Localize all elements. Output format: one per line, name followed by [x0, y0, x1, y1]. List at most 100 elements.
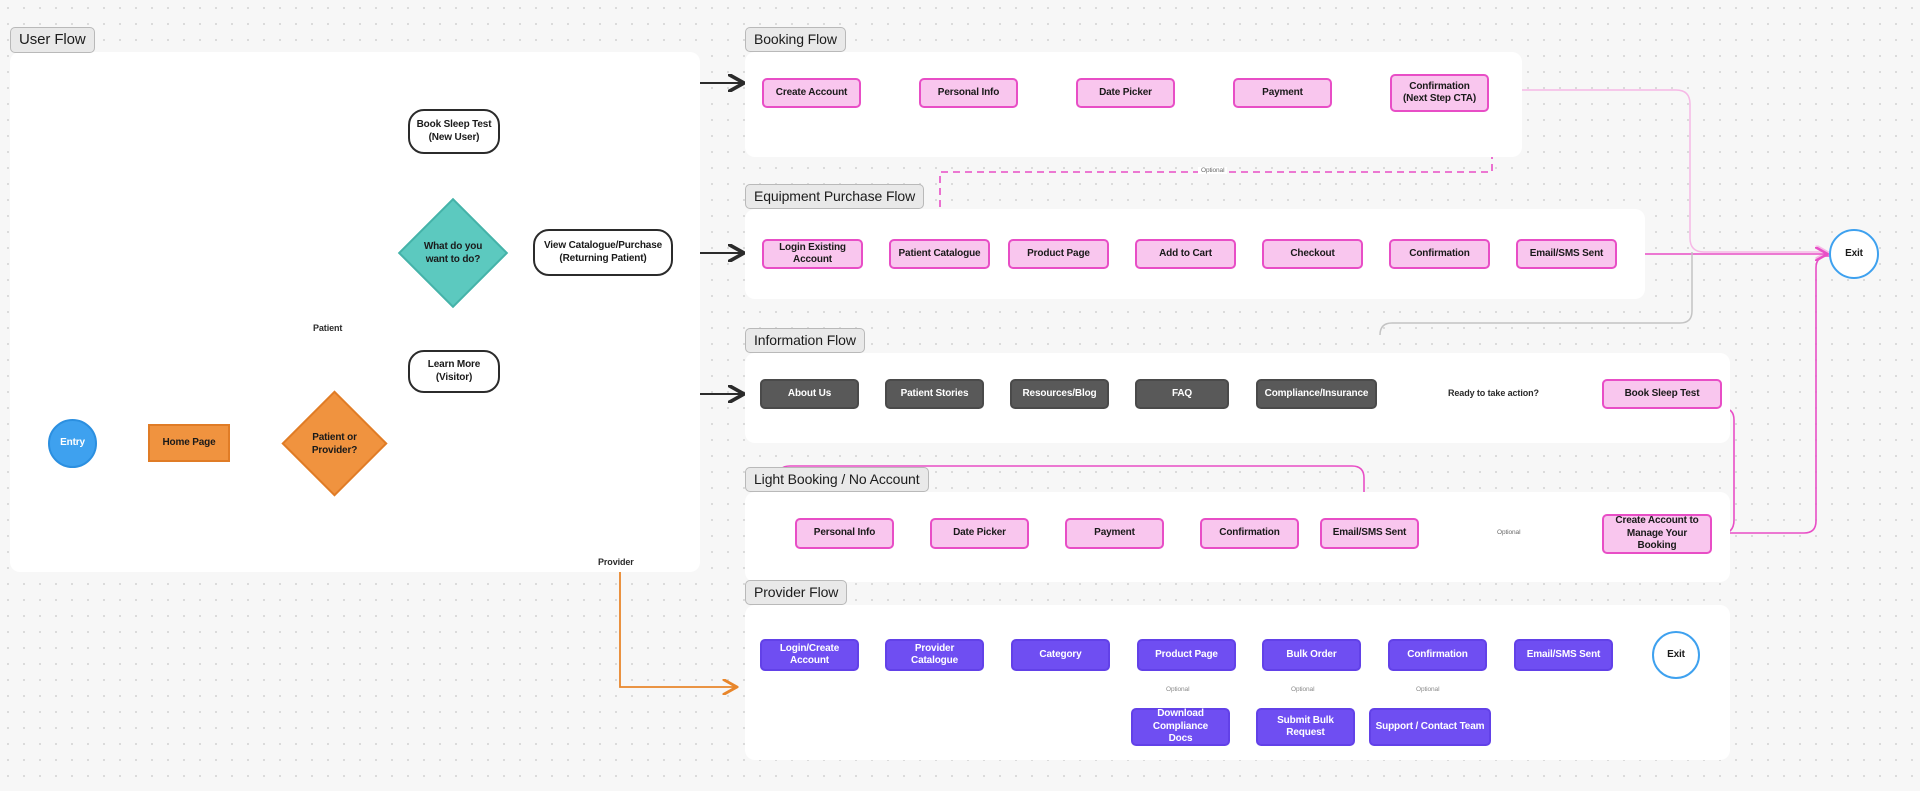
provider-step-label: Bulk Order [1286, 648, 1337, 660]
node-exit-provider[interactable]: Exit [1652, 631, 1700, 679]
booking-step-confirmation[interactable]: Confirmation (Next Step CTA) [1390, 74, 1489, 112]
booking-step-payment[interactable]: Payment [1233, 78, 1332, 108]
light-booking-step-date-picker[interactable]: Date Picker [930, 518, 1029, 549]
frame-label-light-booking[interactable]: Light Booking / No Account [745, 467, 929, 492]
information-step-patient-stories[interactable]: Patient Stories [885, 379, 984, 409]
node-book-sleep-test-new-user[interactable]: Book Sleep Test (New User) [408, 109, 500, 154]
information-step-resources-blog[interactable]: Resources/Blog [1010, 379, 1109, 409]
frame-provider [745, 605, 1730, 760]
book-sleep-test-line1: Book Sleep Test [416, 119, 492, 130]
node-view-catalogue-returning-patient[interactable]: View Catalogue/Purchase (Returning Patie… [533, 229, 673, 276]
equipment-step-login-existing-account[interactable]: Login Existing Account [762, 239, 863, 269]
provider-optional-support-contact-team[interactable]: Support / Contact Team [1369, 708, 1491, 746]
equipment-step-label: Confirmation [1409, 247, 1470, 259]
equipment-step-patient-catalogue[interactable]: Patient Catalogue [889, 239, 990, 269]
light-booking-step-label: Personal Info [813, 527, 876, 539]
information-cta-label: Book Sleep Test [1624, 387, 1700, 399]
decision-role-line1: Patient or [312, 431, 357, 443]
provider-optional-label-3: Optional [1416, 686, 1440, 693]
provider-step-login-create-account[interactable]: Login/Create Account [760, 639, 859, 671]
equipment-step-label: Add to Cart [1159, 247, 1212, 259]
provider-optional-submit-bulk-request[interactable]: Submit Bulk Request [1256, 708, 1355, 746]
provider-optional-line1: Download Compliance [1152, 708, 1209, 732]
provider-optional-line1: Submit Bulk Request [1277, 714, 1334, 739]
information-step-label: About Us [787, 387, 832, 399]
node-decision-what-do-you-want-to-do[interactable]: What do you want to do? [397, 197, 509, 309]
booking-step-label: Payment [1262, 86, 1303, 98]
equipment-step-checkout[interactable]: Checkout [1262, 239, 1363, 269]
node-home-page[interactable]: Home Page [148, 424, 230, 462]
information-step-label: FAQ [1171, 387, 1193, 399]
provider-step-category[interactable]: Category [1011, 639, 1110, 671]
booking-step-create-account[interactable]: Create Account [762, 78, 861, 108]
provider-step-label: Email/SMS Sent [1526, 648, 1601, 660]
provider-step-label: Category [1039, 648, 1082, 660]
provider-optional-line1: Support / Contact Team [1375, 720, 1485, 732]
information-step-label: Patient Stories [900, 387, 969, 399]
equipment-step-confirmation[interactable]: Confirmation [1389, 239, 1490, 269]
learn-more-line2: (Visitor) [435, 371, 473, 383]
provider-step-confirmation[interactable]: Confirmation [1388, 639, 1487, 671]
information-step-label: Resources/Blog [1022, 387, 1097, 399]
provider-optional-label-2: Optional [1291, 686, 1315, 693]
light-booking-step-email-sms-sent[interactable]: Email/SMS Sent [1320, 518, 1419, 549]
provider-step-label: Login/Create Account [779, 642, 840, 667]
equipment-step-product-page[interactable]: Product Page [1008, 239, 1109, 269]
booking-optional-label: Optional [1198, 167, 1228, 174]
booking-step-personal-info[interactable]: Personal Info [919, 78, 1018, 108]
provider-step-email-sms-sent[interactable]: Email/SMS Sent [1514, 639, 1613, 671]
light-booking-create-account[interactable]: Create Account to Manage Your Booking [1602, 514, 1712, 554]
booking-step-label: Personal Info [937, 86, 1000, 98]
provider-step-product-page[interactable]: Product Page [1137, 639, 1236, 671]
edge-label-patient: Patient [313, 323, 343, 333]
light-booking-step-label: Confirmation [1219, 527, 1280, 539]
equipment-step-label: Checkout [1290, 247, 1335, 259]
node-exit-right[interactable]: Exit [1829, 229, 1879, 279]
view-catalogue-line1: View Catalogue/Purchase [543, 240, 663, 251]
frame-label-information[interactable]: Information Flow [745, 328, 865, 353]
provider-step-provider-catalogue[interactable]: Provider Catalogue [885, 639, 984, 671]
booking-confirmation-line1: Confirmation [1409, 80, 1470, 92]
light-booking-step-payment[interactable]: Payment [1065, 518, 1164, 549]
edge-label-provider: Provider [598, 557, 634, 567]
node-learn-more-visitor[interactable]: Learn More (Visitor) [408, 350, 500, 393]
node-exit-label: Exit [1667, 648, 1685, 660]
booking-step-label: Create Account [775, 86, 848, 98]
equipment-step-label: Patient Catalogue [898, 247, 981, 259]
learn-more-line1: Learn More [427, 359, 481, 370]
frame-label-booking[interactable]: Booking Flow [745, 27, 846, 52]
provider-step-bulk-order[interactable]: Bulk Order [1262, 639, 1361, 671]
information-step-compliance-insurance[interactable]: Compliance/Insurance [1256, 379, 1377, 409]
equipment-step-label: Product Page [1027, 247, 1090, 259]
equipment-step-add-to-cart[interactable]: Add to Cart [1135, 239, 1236, 269]
frame-user-flow [10, 52, 700, 572]
information-step-about-us[interactable]: About Us [760, 379, 859, 409]
information-step-label: Compliance/Insurance [1264, 387, 1369, 399]
provider-optional-label-1: Optional [1166, 686, 1190, 693]
node-decision-patient-or-provider[interactable]: Patient or Provider? [281, 390, 388, 497]
provider-optional-download-compliance-docs[interactable]: Download Compliance Docs [1131, 708, 1230, 746]
light-booking-step-label: Payment [1094, 527, 1135, 539]
light-booking-optional-label: Optional [1494, 529, 1524, 536]
frame-label-provider[interactable]: Provider Flow [745, 580, 848, 605]
frame-label-equipment[interactable]: Equipment Purchase Flow [745, 184, 925, 209]
node-home-page-label: Home Page [162, 436, 216, 448]
information-cta-book-sleep-test[interactable]: Book Sleep Test [1602, 379, 1722, 409]
equipment-step-label: Login Existing Account [779, 241, 846, 266]
booking-step-label: Date Picker [1099, 86, 1152, 98]
provider-step-label: Product Page [1155, 648, 1218, 660]
light-booking-step-label: Email/SMS Sent [1332, 527, 1407, 539]
booking-step-date-picker[interactable]: Date Picker [1076, 78, 1175, 108]
light-booking-step-confirmation[interactable]: Confirmation [1200, 518, 1299, 549]
information-step-faq[interactable]: FAQ [1135, 379, 1229, 409]
equipment-step-email-sms-sent[interactable]: Email/SMS Sent [1516, 239, 1617, 269]
view-catalogue-line2: (Returning Patient) [559, 252, 647, 264]
information-cta-question: Ready to take action? [1443, 388, 1544, 398]
decision-role-line2: Provider? [311, 444, 358, 456]
light-booking-step-personal-info[interactable]: Personal Info [795, 518, 894, 549]
node-entry[interactable]: Entry [48, 419, 97, 468]
frame-label-user-flow[interactable]: User Flow [10, 27, 95, 53]
book-sleep-test-line2: (New User) [428, 131, 480, 143]
provider-step-label: Provider Catalogue [911, 642, 958, 667]
